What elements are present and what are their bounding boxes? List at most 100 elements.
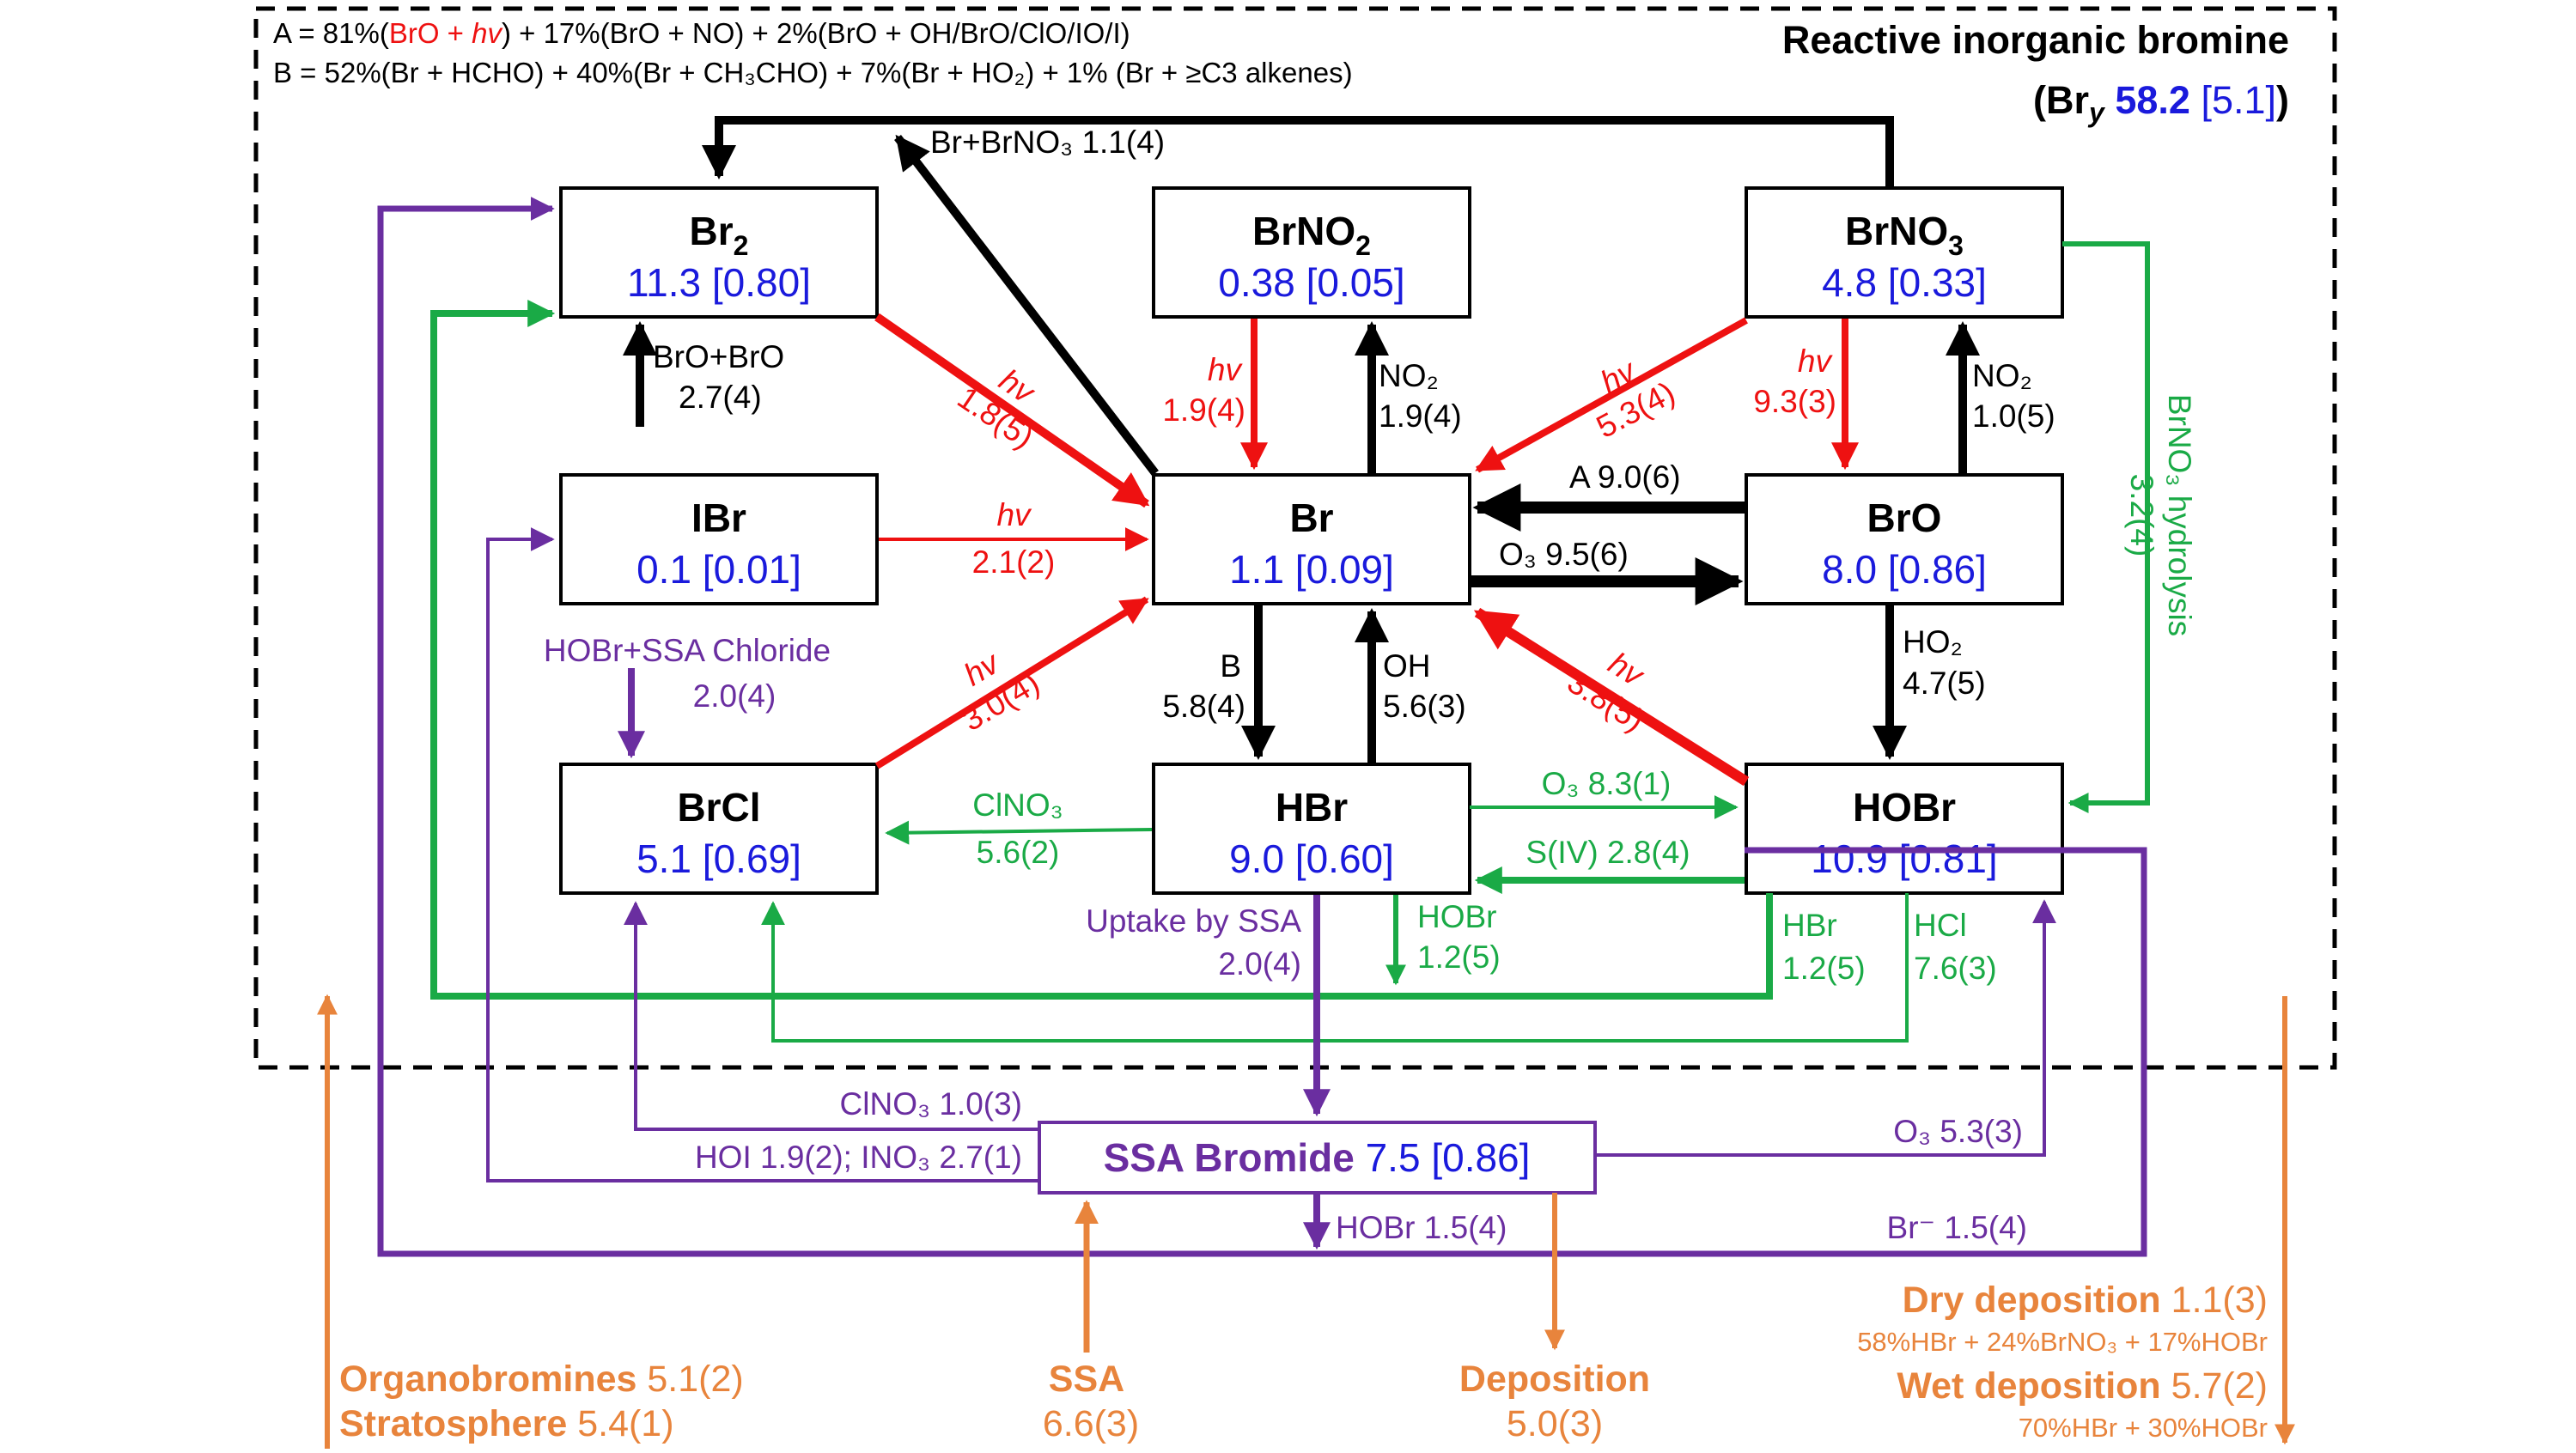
label-siv: S(IV) 2.8(4) — [1526, 835, 1690, 870]
label-br-brno3: Br+BrNO₃ 1.1(4) — [930, 125, 1165, 160]
svg-text:BrCl: BrCl — [677, 785, 760, 830]
svg-text:BrNO2: BrNO2 — [1252, 209, 1371, 261]
arrow-ssa-to-br2 — [377, 197, 2147, 1257]
svg-text:Br2: Br2 — [690, 209, 749, 261]
label-hoi-ino3: HOI 1.9(2); INO₃ 2.7(1) — [695, 1140, 1022, 1175]
svg-text:SSA Bromide 7.5 [0.86]: SSA Bromide 7.5 [0.86] — [1104, 1135, 1531, 1180]
svg-text:3.2(4): 3.2(4) — [2124, 474, 2159, 557]
label-clno3-ssa: ClNO₃ 1.0(3) — [840, 1086, 1022, 1122]
svg-text:IBr: IBr — [691, 495, 746, 540]
arrow-hobr-hbr-to-br2 — [430, 300, 1773, 1000]
label-hobr-ssa-cl-a: HOBr+SSA Chloride — [544, 633, 831, 668]
label-no2-brno3-a: NO₂ — [1972, 358, 2032, 393]
legend-line-b: B = 52%(Br + HCHO) + 40%(Br + CH₃CHO) + … — [273, 57, 1353, 88]
label-ho2-b: 4.7(5) — [1903, 666, 1986, 701]
arrow-br2-photolysis — [874, 313, 1150, 508]
svg-text:BrNO₃ hydrolysis: BrNO₃ hydrolysis — [2162, 394, 2197, 636]
label-brno3-hv-br: hv 5.3(4) — [1591, 352, 1681, 445]
label-no2-brno3-b: 1.0(5) — [1972, 398, 2055, 434]
arrow-ssa-o3-to-hobr — [1595, 899, 2056, 1157]
label-brno3-hv-bro-b: 9.3(3) — [1753, 384, 1836, 419]
species-hbr: HBr 9.0 [0.60] — [1152, 763, 1471, 895]
reservoir-title: Reactive inorganic bromine — [1782, 18, 2289, 62]
species-brno2: BrNO2 0.38 [0.05] — [1152, 186, 1471, 319]
label-no2-brno2-a: NO₂ — [1379, 358, 1439, 393]
arrow-hobr-hcl-to-brcl — [761, 893, 1909, 1043]
svg-text:10.9 [0.81]: 10.9 [0.81] — [1811, 836, 1997, 881]
label-ibr-hv-b: 2.1(2) — [972, 544, 1056, 580]
label-bro-bro-a: BrO+BrO — [653, 339, 784, 374]
arrow-br-to-reservoir — [894, 134, 1159, 477]
label-wet-deposition: Wet deposition 5.7(2) — [1897, 1365, 2268, 1407]
svg-text:Br: Br — [1289, 495, 1333, 540]
svg-text:9.0 [0.60]: 9.0 [0.60] — [1229, 836, 1394, 881]
svg-text:1.1 [0.09]: 1.1 [0.09] — [1229, 547, 1394, 592]
label-hobr-het-b: 1.2(5) — [1417, 939, 1501, 975]
svg-text:8.0 [0.86]: 8.0 [0.86] — [1822, 547, 1987, 592]
label-hbr-het-b: 1.2(5) — [1782, 951, 1866, 986]
label-bro-bro-b: 2.7(4) — [679, 380, 762, 415]
legend-line-a: A = 81%(BrO + hv) + 17%(BrO + NO) + 2%(B… — [273, 17, 1130, 49]
label-clno3-a: ClNO₃ — [972, 787, 1063, 823]
label-brno2-hv-b: 1.9(4) — [1162, 392, 1245, 428]
arrow-hbr-clno3-to-brcl — [885, 820, 1153, 845]
arrow-ssa-clno3-to-brcl — [624, 901, 1039, 1131]
label-reaction-b-b: 5.8(4) — [1162, 689, 1245, 724]
arrow-hobr-photolysis — [1473, 607, 1750, 787]
label-reaction-o3: O₃ 9.5(6) — [1499, 537, 1629, 572]
arrow-brno3-hydrolysis — [2062, 241, 2150, 813]
label-ibr-hv-a: hv — [996, 497, 1032, 532]
label-stratosphere: Stratosphere 5.4(1) — [339, 1403, 674, 1444]
bry-total: (Bry 58.2 [5.1]) — [2033, 78, 2289, 128]
label-reaction-a: A 9.0(6) — [1569, 459, 1681, 495]
label-hbr-het-a: HBr — [1782, 908, 1837, 943]
arrow-brno3-photolysis-br — [1475, 317, 1748, 473]
label-dry-deposition: Dry deposition 1.1(3) — [1903, 1280, 2268, 1321]
label-ho2-a: HO₂ — [1903, 624, 1963, 660]
svg-text:11.3 [0.80]: 11.3 [0.80] — [627, 260, 811, 305]
label-deposition-value: 5.0(3) — [1507, 1403, 1603, 1444]
label-o3-ssa: O₃ 5.3(3) — [1893, 1114, 2023, 1149]
species-ibr: IBr 0.1 [0.01] — [559, 473, 879, 605]
arrow-brno3-to-br2 — [702, 116, 1894, 188]
label-brno2-hv-a: hv — [1208, 352, 1244, 387]
label-brno3-hv-bro-a: hv — [1798, 343, 1834, 379]
arrow-brcl-photolysis — [874, 596, 1149, 769]
label-dry-detail: 58%HBr + 24%BrNO₃ + 17%HOBr — [1857, 1327, 2268, 1357]
species-ssa-bromide: SSA Bromide 7.5 [0.86] — [1038, 1121, 1597, 1195]
label-reaction-oh-a: OH — [1383, 648, 1431, 684]
label-hcl-het-b: 7.6(3) — [1914, 951, 1997, 986]
label-o3-hbr: O₃ 8.3(1) — [1542, 766, 1672, 801]
svg-text:BrO: BrO — [1867, 495, 1942, 540]
label-deposition: Deposition — [1459, 1359, 1650, 1400]
svg-text:HOBr: HOBr — [1853, 785, 1956, 830]
label-clno3-b: 5.6(2) — [977, 835, 1060, 870]
label-ssa-source-value: 6.6(3) — [1043, 1403, 1139, 1444]
label-uptake-a: Uptake by SSA — [1086, 903, 1301, 939]
svg-text:0.1 [0.01]: 0.1 [0.01] — [636, 547, 801, 592]
svg-text:5.1 [0.69]: 5.1 [0.69] — [636, 836, 801, 881]
label-wet-detail: 70%HBr + 30%HOBr — [2019, 1413, 2268, 1443]
svg-text:4.8 [0.33]: 4.8 [0.33] — [1822, 260, 1987, 305]
species-brno3: BrNO3 4.8 [0.33] — [1745, 186, 2064, 319]
species-br2: Br2 11.3 [0.80] — [559, 186, 879, 319]
label-hobr-ssa: HOBr 1.5(4) — [1336, 1210, 1507, 1245]
label-reaction-oh-b: 5.6(3) — [1383, 689, 1466, 724]
svg-text:0.38 [0.05]: 0.38 [0.05] — [1218, 260, 1404, 305]
label-reaction-b-a: B — [1220, 648, 1241, 684]
label-hobr-ssa-cl-b: 2.0(4) — [693, 678, 776, 714]
label-hobr-het-a: HOBr — [1417, 899, 1497, 934]
label-ssa-source: SSA — [1049, 1359, 1124, 1400]
label-uptake-b: 2.0(4) — [1218, 946, 1301, 982]
svg-text:HBr: HBr — [1276, 785, 1348, 830]
label-br-minus: Br⁻ 1.5(4) — [1887, 1210, 2027, 1245]
label-no2-brno2-b: 1.9(4) — [1379, 398, 1462, 434]
label-brno3-hydrolysis: BrNO₃ hydrolysis 3.2(4) — [2124, 394, 2197, 636]
reservoir-frame — [253, 6, 2337, 1070]
label-organobromines: Organobromines 5.1(2) — [339, 1359, 744, 1400]
svg-text:BrNO3: BrNO3 — [1845, 209, 1964, 261]
species-br: Br 1.1 [0.09] — [1152, 473, 1471, 605]
species-hobr: HOBr 10.9 [0.81] — [1745, 763, 2064, 895]
